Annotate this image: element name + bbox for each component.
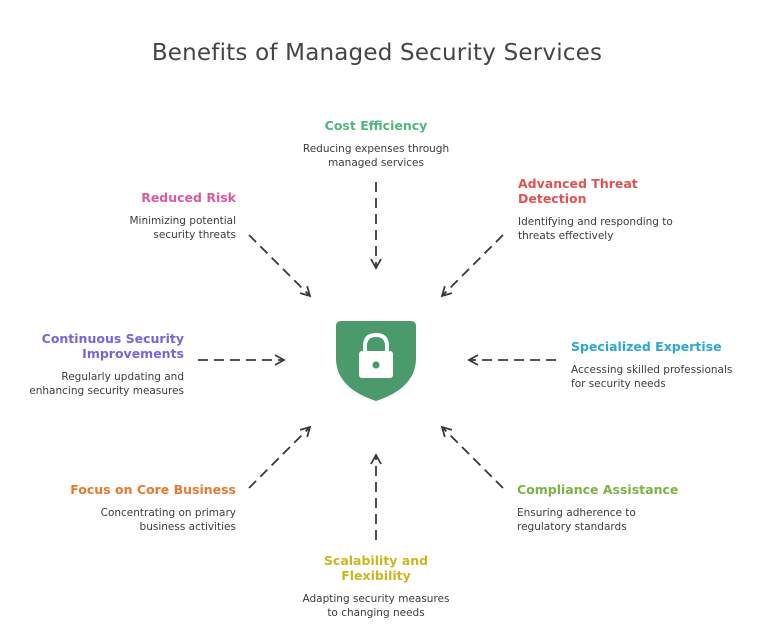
arrow-advanced-threat-detection: [440, 234, 504, 298]
benefit-advanced-threat-detection: Advanced Threat Detection Identifying an…: [518, 176, 678, 243]
benefit-description: Concentrating on primary business activi…: [100, 507, 236, 533]
shield-lock-icon: [336, 321, 416, 401]
benefit-description: Reducing expenses through managed servic…: [302, 143, 450, 169]
benefit-title: Cost Efficiency: [324, 118, 428, 133]
benefit-description: Accessing skilled professionals for secu…: [571, 364, 733, 390]
benefit-description: Regularly updating and enhancing securit…: [29, 371, 184, 397]
benefit-title: Reduced Risk: [141, 190, 236, 205]
benefit-title: Compliance Assistance: [517, 482, 679, 497]
benefit-title: Specialized Expertise: [571, 339, 722, 354]
benefit-continuous-improvements: Continuous Security Improvements Regular…: [24, 331, 184, 398]
benefit-description: Minimizing potential security threats: [129, 215, 237, 241]
benefit-title: Continuous Security Improvements: [41, 331, 184, 361]
arrow-reduced-risk: [248, 234, 312, 298]
arrow-focus-core-business: [248, 425, 312, 489]
benefit-description: Adapting security measures to changing n…: [302, 593, 450, 619]
lock-keyhole: [372, 361, 380, 369]
benefit-title: Advanced Threat Detection: [518, 176, 638, 206]
benefit-compliance-assistance: Compliance Assistance Ensuring adherence…: [517, 482, 697, 534]
lock-shackle: [363, 332, 389, 352]
benefit-title: Scalability and Flexibility: [323, 553, 429, 583]
benefit-description: Identifying and responding to threats ef…: [518, 216, 673, 242]
benefit-focus-core-business: Focus on Core Business Concentrating on …: [56, 482, 236, 534]
benefit-title: Focus on Core Business: [70, 482, 236, 497]
benefit-specialized-expertise: Specialized Expertise Accessing skilled …: [571, 339, 751, 391]
benefit-scalability-flexibility: Scalability and Flexibility Adapting sec…: [296, 553, 456, 620]
benefit-cost-efficiency: Cost Efficiency Reducing expenses throug…: [296, 118, 456, 170]
arrow-compliance-assistance: [440, 425, 504, 489]
benefit-description: Ensuring adherence to regulatory standar…: [517, 507, 636, 533]
benefit-reduced-risk: Reduced Risk Minimizing potential securi…: [96, 190, 237, 242]
page-title: Benefits of Managed Security Services: [151, 40, 603, 66]
